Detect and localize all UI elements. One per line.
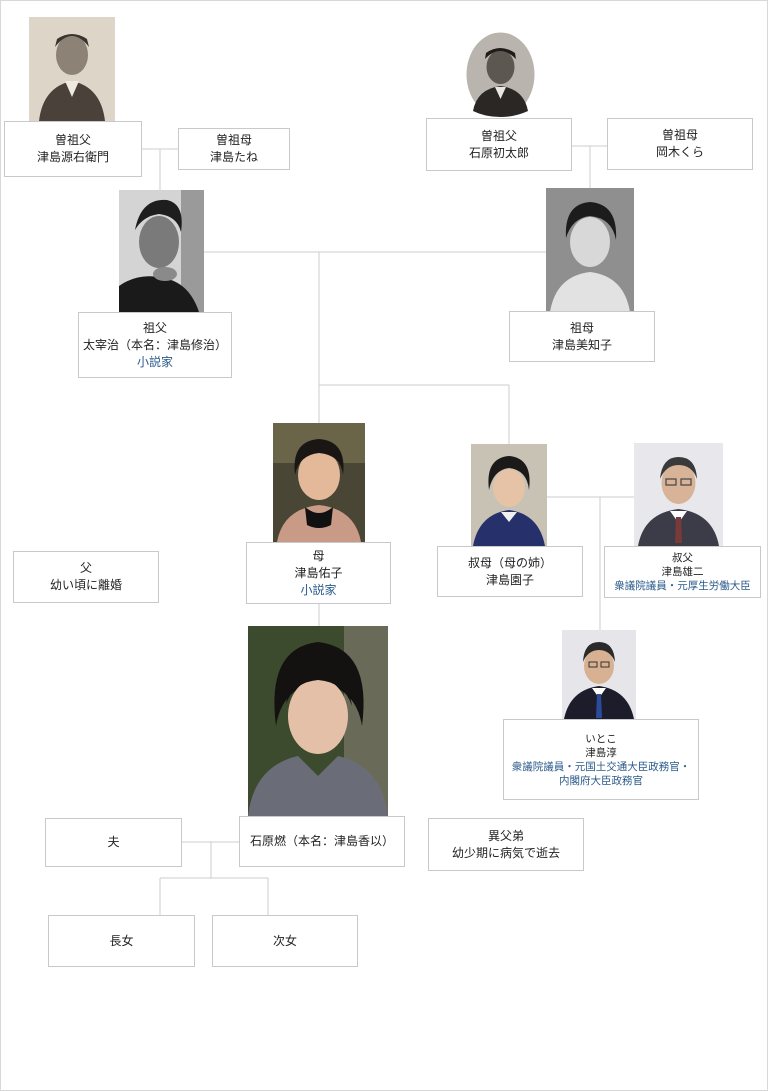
aunt-role: 叔母（母の姉）	[467, 555, 552, 570]
self-name: 石原燃（本名：津島香以）	[249, 834, 394, 848]
great-grandfather-tsushima-photo	[29, 17, 115, 121]
uncle-name: 津島雄二	[661, 566, 704, 578]
great-grandfather-tsushima-name: 津島源右衛門	[36, 150, 109, 164]
grandfather-name: 太宰治（本名：津島修治）	[82, 337, 227, 352]
great-grandfather-ishihara-box: 曽祖父 石原初太郎	[426, 118, 572, 171]
great-grandmother-tsushima-box: 曽祖母 津島たね	[178, 128, 290, 170]
second-daughter-label: 次女	[272, 933, 297, 948]
grandmother-role: 祖母	[569, 320, 594, 335]
mother-name: 津島佑子	[294, 565, 343, 580]
great-grandfather-ishihara-role: 曽祖父	[480, 128, 517, 143]
half-brother-box: 異父弟 幼少期に病気で逝去	[428, 818, 584, 871]
husband-box: 夫	[45, 818, 182, 867]
mother-box: 母 津島佑子 小説家	[246, 542, 391, 604]
grandfather-box: 祖父 太宰治（本名：津島修治） 小説家	[78, 312, 232, 378]
grandfather-role: 祖父	[142, 320, 167, 335]
mother-photo	[273, 423, 365, 542]
great-grandfather-tsushima-box: 曽祖父 津島源右衛門	[4, 121, 142, 177]
cousin-position-line-2: 内閣府大臣政務官	[559, 774, 643, 787]
eldest-daughter-label: 長女	[109, 933, 134, 948]
aunt-photo	[471, 444, 547, 546]
grandmother-box: 祖母 津島美知子	[509, 311, 655, 362]
father-box: 父 幼い頃に離婚	[13, 551, 159, 603]
grandmother-photo	[546, 188, 634, 312]
great-grandmother-okagi-name: 岡木くら	[655, 145, 704, 159]
uncle-photo	[634, 443, 723, 546]
great-grandmother-tsushima-name: 津島たね	[209, 150, 258, 164]
aunt-box: 叔母（母の姉） 津島園子	[437, 546, 583, 597]
great-grandmother-okagi-box: 曽祖母 岡木くら	[607, 118, 753, 170]
great-grandfather-ishihara-photo	[465, 31, 536, 118]
cousin-box: いとこ 津島淳 衆議院議員・元国土交通大臣政務官・ 内閣府大臣政務官	[503, 719, 699, 800]
cousin-role: いとこ	[585, 732, 617, 745]
great-grandfather-tsushima-role: 曽祖父	[54, 133, 91, 147]
great-grandfather-ishihara-name: 石原初太郎	[468, 145, 529, 160]
self-photo	[248, 626, 388, 816]
father-role: 父	[79, 561, 92, 575]
cousin-position-line-1: 衆議院議員・元国土交通大臣政務官・	[511, 760, 691, 773]
grandfather-photo	[119, 190, 204, 312]
great-grandmother-tsushima-role: 曽祖母	[215, 133, 252, 147]
cousin-name: 津島淳	[585, 746, 617, 759]
uncle-position: 衆議院議員・元厚生労働大臣	[614, 580, 751, 592]
half-brother-note: 幼少期に病気で逝去	[451, 845, 560, 860]
mother-occupation: 小説家	[300, 582, 337, 597]
grandmother-name: 津島美知子	[551, 337, 612, 352]
husband-label: 夫	[107, 835, 120, 849]
uncle-role: 叔父	[672, 552, 693, 564]
great-grandmother-okagi-role: 曽祖母	[661, 128, 698, 142]
eldest-daughter-box: 長女	[48, 915, 195, 967]
aunt-name: 津島園子	[485, 572, 534, 587]
mother-role: 母	[312, 548, 325, 563]
self-box: 石原燃（本名：津島香以）	[239, 816, 405, 867]
grandfather-occupation: 小説家	[136, 354, 173, 369]
uncle-box: 叔父 津島雄二 衆議院議員・元厚生労働大臣	[604, 546, 761, 598]
cousin-photo	[562, 630, 636, 719]
father-note: 幼い頃に離婚	[49, 578, 122, 592]
second-daughter-box: 次女	[212, 915, 358, 967]
half-brother-role: 異父弟	[487, 828, 524, 843]
